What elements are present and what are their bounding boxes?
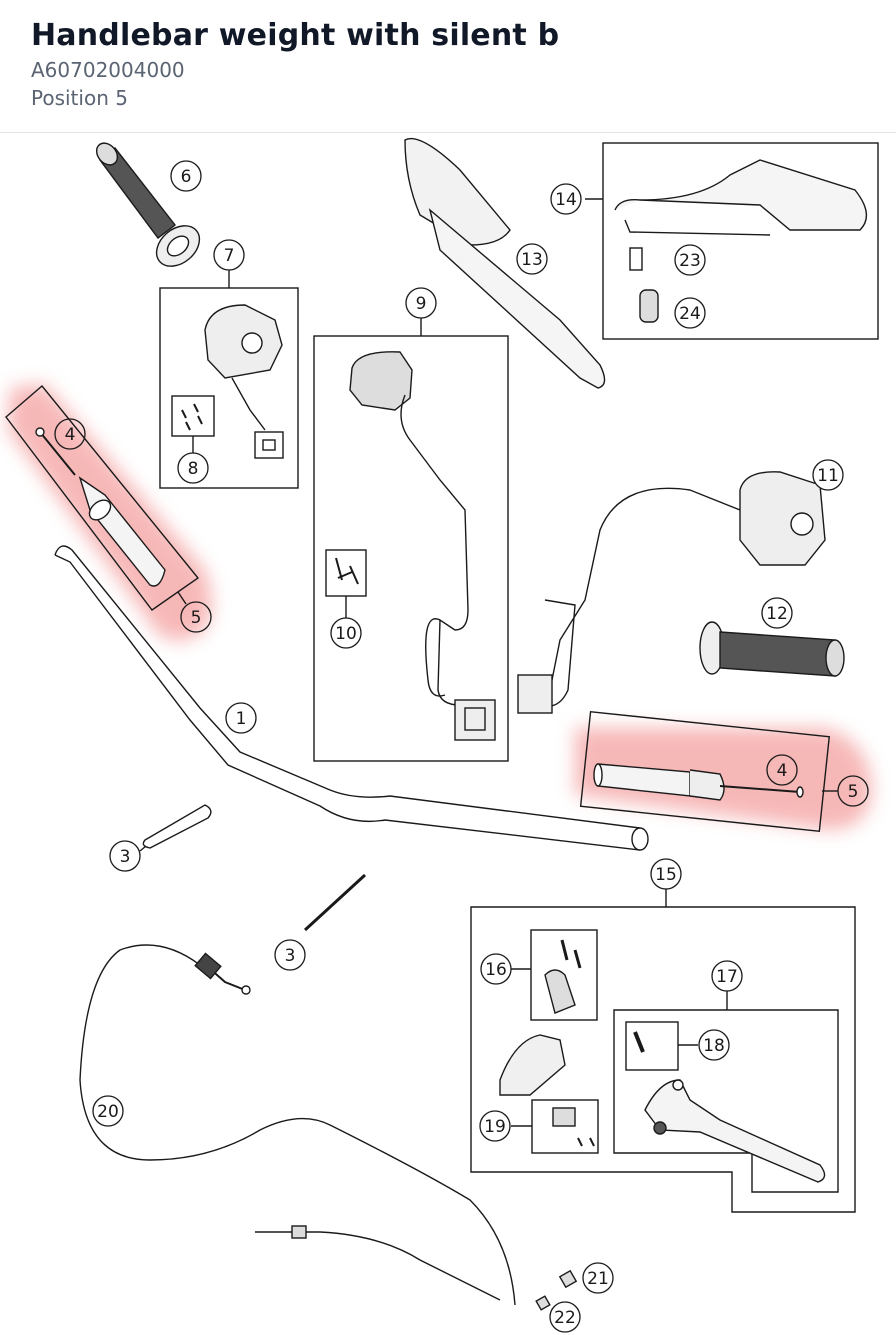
callout-22[interactable]: 22 [549, 1301, 581, 1333]
handlebar-weight-left[interactable] [5, 384, 200, 611]
callout-4a[interactable]: 4 [54, 418, 86, 450]
svg-text:9: 9 [416, 294, 427, 314]
callout-4b[interactable]: 4 [766, 754, 798, 786]
page-header: Handlebar weight with silent b A60702004… [0, 0, 896, 133]
box-item-10 [325, 549, 367, 597]
callout-9[interactable]: 9 [405, 287, 437, 319]
svg-text:12: 12 [766, 604, 788, 624]
svg-text:15: 15 [655, 865, 677, 885]
lever-14 [614, 159, 868, 323]
svg-text:1: 1 [236, 709, 247, 729]
cable-20 [79, 944, 516, 1306]
part-21 [558, 1269, 578, 1289]
switch-housing-9 [349, 351, 496, 741]
callout-11[interactable]: 11 [812, 459, 844, 491]
svg-text:4: 4 [65, 425, 76, 445]
callout-14[interactable]: 14 [550, 183, 582, 215]
callout-8[interactable]: 8 [177, 452, 209, 484]
svg-text:24: 24 [679, 304, 701, 324]
callout-6[interactable]: 6 [170, 160, 202, 192]
callout-19[interactable]: 19 [479, 1110, 511, 1142]
position-label: Position 5 [31, 86, 128, 110]
callout-3b[interactable]: 3 [274, 939, 306, 971]
part-22 [535, 1295, 551, 1311]
callout-15[interactable]: 15 [650, 858, 682, 890]
callout-5b[interactable]: 5 [837, 775, 869, 807]
strap-3a [142, 804, 212, 849]
svg-text:7: 7 [224, 246, 235, 266]
callout-18[interactable]: 18 [698, 1029, 730, 1061]
callout-23[interactable]: 23 [674, 244, 706, 276]
svg-text:23: 23 [679, 251, 701, 271]
svg-text:3: 3 [120, 847, 131, 867]
callout-20[interactable]: 20 [92, 1095, 124, 1127]
callout-1[interactable]: 1 [225, 702, 257, 734]
box-item-18 [625, 1021, 679, 1071]
callout-17[interactable]: 17 [711, 960, 743, 992]
clutch-lever-17 [644, 1079, 826, 1183]
lever-13 [404, 138, 606, 389]
callout-16[interactable]: 16 [480, 953, 512, 985]
callout-7[interactable]: 7 [213, 239, 245, 271]
svg-text:19: 19 [484, 1117, 506, 1137]
handlebar-weight-right[interactable] [579, 710, 831, 833]
grip-right [699, 621, 845, 677]
box-item-17 [613, 1009, 839, 1193]
part-number: A60702004000 [31, 58, 185, 82]
svg-text:20: 20 [97, 1102, 119, 1122]
svg-text:22: 22 [554, 1308, 576, 1328]
switch-housing-7 [204, 304, 284, 459]
callout-13[interactable]: 13 [516, 243, 548, 275]
callout-3a[interactable]: 3 [109, 840, 141, 872]
callout-21[interactable]: 21 [582, 1262, 614, 1294]
grip-left [95, 142, 201, 267]
tie-3b [303, 873, 367, 932]
svg-text:5: 5 [191, 608, 202, 628]
box-item-8 [171, 395, 215, 437]
highlight-right[interactable] [575, 728, 872, 830]
callout-24[interactable]: 24 [674, 297, 706, 329]
handlebar [54, 545, 649, 851]
svg-text:14: 14 [555, 190, 577, 210]
svg-text:5: 5 [848, 782, 859, 802]
callout-10[interactable]: 10 [330, 617, 362, 649]
svg-text:8: 8 [188, 459, 199, 479]
svg-text:16: 16 [485, 960, 507, 980]
box-item-14 [602, 142, 879, 340]
svg-text:18: 18 [703, 1036, 725, 1056]
switch-housing-11 [517, 471, 826, 714]
exploded-parts-diagram: 1 3 3 4 4 5 5 6 7 8 9 10 11 12 13 14 15 … [5, 138, 879, 1333]
svg-text:11: 11 [817, 466, 839, 486]
callout-12[interactable]: 12 [761, 597, 793, 629]
svg-text:4: 4 [777, 761, 788, 781]
svg-text:3: 3 [285, 946, 296, 966]
box-item-16 [530, 929, 598, 1021]
svg-text:21: 21 [587, 1269, 609, 1289]
box-item-9 [313, 335, 509, 762]
svg-text:6: 6 [181, 167, 192, 187]
callout-5a[interactable]: 5 [180, 601, 212, 633]
svg-text:13: 13 [521, 250, 543, 270]
page-title: Handlebar weight with silent b [31, 18, 560, 53]
svg-text:17: 17 [716, 967, 738, 987]
svg-text:10: 10 [335, 624, 357, 644]
box-item-15 [470, 906, 856, 1213]
